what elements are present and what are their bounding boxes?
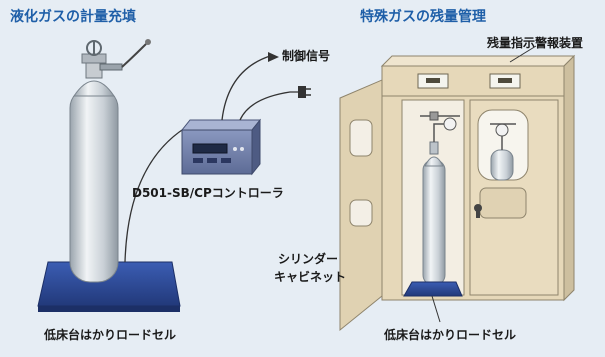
power-plug <box>298 86 311 98</box>
cabinet-second-cylinder <box>490 123 516 181</box>
cabinet-left-door <box>339 79 383 332</box>
right-loadcell-pointer <box>431 295 441 323</box>
left-gas-cylinder <box>69 40 119 283</box>
alarm-pointer <box>509 45 537 63</box>
cylinder-cabinet <box>380 54 576 302</box>
controller-box <box>180 118 262 176</box>
cabinet-gas-cylinder <box>420 111 460 286</box>
left-loadcell-label: 低床台はかりロードセル <box>44 328 177 342</box>
alarm-label: 残量指示警報装置 <box>487 36 584 50</box>
left-title: 液化ガスの計量充填 <box>10 9 136 25</box>
cabinet-label-line1: シリンダー <box>278 252 339 266</box>
controller-label: D501-SB/CPコントローラ <box>132 186 284 200</box>
right-loadcell-label: 低床台はかりロードセル <box>384 328 517 342</box>
cabinet-label-line2: キャビネット <box>274 270 347 284</box>
right-title: 特殊ガスの残量管理 <box>360 9 486 25</box>
control-signal-cable <box>221 55 271 121</box>
right-loadcell-platform <box>403 281 463 297</box>
control-signal-label: 制御信号 <box>282 49 331 63</box>
control-signal-arrow <box>268 52 279 62</box>
power-cable <box>239 91 298 121</box>
left-loadcell-cable <box>124 127 186 263</box>
left-valve-hose <box>99 39 151 71</box>
